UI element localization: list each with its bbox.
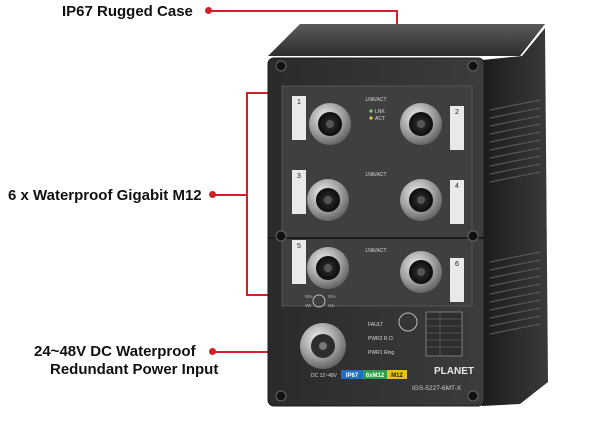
power-leader-h	[213, 351, 303, 353]
badge-m12-text: M12	[391, 373, 403, 379]
pwr2-label: PWR2 R.O.	[368, 336, 394, 342]
dip-switch-icon	[398, 312, 418, 332]
pwr1-label: PWR1 Ring	[368, 350, 394, 356]
case-leader-h	[209, 10, 397, 12]
badge-m12	[387, 370, 407, 379]
lnk-act-label-3: LNK/ACT	[365, 248, 386, 254]
led-act	[369, 116, 373, 120]
pin-v2-neg: V2-	[305, 303, 313, 308]
port-num-2: 2	[455, 109, 459, 116]
case-callout-dot	[205, 7, 212, 14]
m12-port-2	[400, 103, 442, 145]
pin-v1-pos: V1+	[328, 294, 337, 299]
power-callout-dot	[209, 348, 216, 355]
ports-bracket-v	[246, 92, 248, 296]
power-callout-line1: 24~48V DC Waterproof	[34, 343, 196, 360]
lnk-act-label-1: LNK/ACT	[365, 97, 386, 103]
badge-6xm12-text: 6xM12	[366, 373, 385, 379]
power-input-connector	[300, 323, 346, 369]
case-screws	[275, 60, 479, 402]
port-num-3: 3	[297, 173, 301, 180]
cooling-fins	[489, 99, 541, 335]
led-act-label: ACT	[375, 116, 385, 122]
m12-port-4	[400, 179, 442, 221]
port-num-5: 5	[297, 243, 301, 250]
port-number-tabs	[292, 96, 464, 302]
case-callout: IP67 Rugged Case	[62, 3, 193, 20]
badge-ip67-text: IP67	[346, 373, 359, 379]
brand-logo: PLANET	[434, 366, 474, 377]
m12-port-6	[400, 251, 442, 293]
port-num-1: 1	[297, 99, 301, 106]
m12-port-3	[307, 179, 349, 221]
lnk-act-label-2: LNK/ACT	[365, 172, 386, 178]
case-top	[268, 24, 545, 56]
dc-voltage-label: DC 12~48V	[311, 373, 338, 379]
led-lnk	[369, 109, 373, 113]
pin-v1-neg: V1-	[328, 303, 336, 308]
port-num-4: 4	[455, 183, 459, 190]
dip-switch-table	[425, 311, 463, 357]
model-name: IGS-5227-6MT-X	[412, 385, 462, 392]
m12-port-5	[307, 247, 349, 289]
pin-diagram-icon	[312, 294, 326, 308]
ports-leader-h	[212, 194, 247, 196]
badge-6xm12	[363, 370, 387, 379]
case-side	[482, 28, 548, 406]
badge-ip67	[341, 370, 363, 379]
fault-label: FAULT	[368, 322, 383, 328]
led-lnk-label: LNK	[375, 109, 385, 115]
power-callout-line2: Redundant Power Input	[50, 361, 219, 378]
ports-callout: 6 x Waterproof Gigabit M12	[8, 187, 202, 204]
m12-port-1	[309, 103, 351, 145]
pin-v2-pos: V2+	[305, 294, 314, 299]
port-num-6: 6	[455, 261, 459, 268]
